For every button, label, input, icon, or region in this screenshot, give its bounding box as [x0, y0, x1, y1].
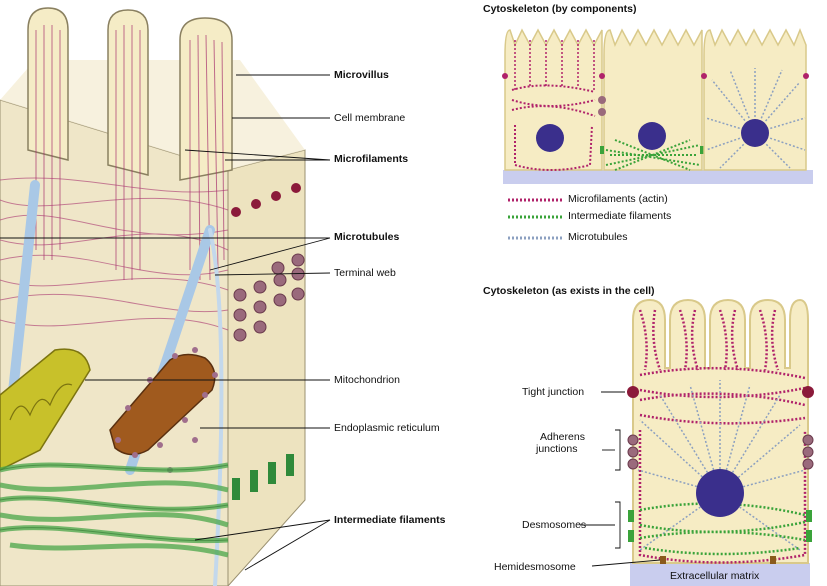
label-endoplasmic-reticulum: Endoplasmic reticulum	[334, 422, 440, 434]
label-microfilaments: Microfilaments	[334, 153, 408, 165]
label-intermediate-filaments: Intermediate filaments	[334, 514, 445, 526]
legend-swatches	[508, 200, 563, 238]
cell-panel	[627, 300, 814, 586]
label-tight-junction: Tight junction	[522, 386, 584, 398]
title-cell: Cytoskeleton (as exists in the cell)	[483, 285, 655, 297]
cell-block-illustration	[0, 8, 305, 586]
label-junctions: junctions	[536, 443, 577, 455]
label-microvillus: Microvillus	[334, 69, 389, 81]
microvilli	[28, 8, 232, 180]
title-components: Cytoskeleton (by components)	[483, 3, 636, 15]
label-extracellular-matrix: Extracellular matrix	[670, 570, 759, 582]
label-hemidesmosome: Hemidesmosome	[494, 561, 576, 573]
label-desmosomes: Desmosomes	[522, 519, 586, 531]
component-cell-microtubules	[704, 30, 806, 170]
label-microtubules: Microtubules	[334, 231, 399, 243]
legend-microtubules: Microtubules	[568, 231, 628, 243]
label-cell-membrane: Cell membrane	[334, 112, 405, 124]
component-cell-actin	[505, 30, 602, 170]
nucleus	[696, 469, 744, 517]
components-panel	[502, 30, 813, 184]
component-cell-intermediate	[598, 30, 704, 170]
label-mitochondrion: Mitochondrion	[334, 374, 400, 386]
panel-matrix-strip	[503, 170, 813, 184]
label-terminal-web: Terminal web	[334, 267, 396, 279]
legend-intermediate-filaments: Intermediate filaments	[568, 210, 671, 222]
legend-microfilaments: Microfilaments (actin)	[568, 193, 668, 205]
label-adherens: Adherens	[540, 431, 585, 443]
